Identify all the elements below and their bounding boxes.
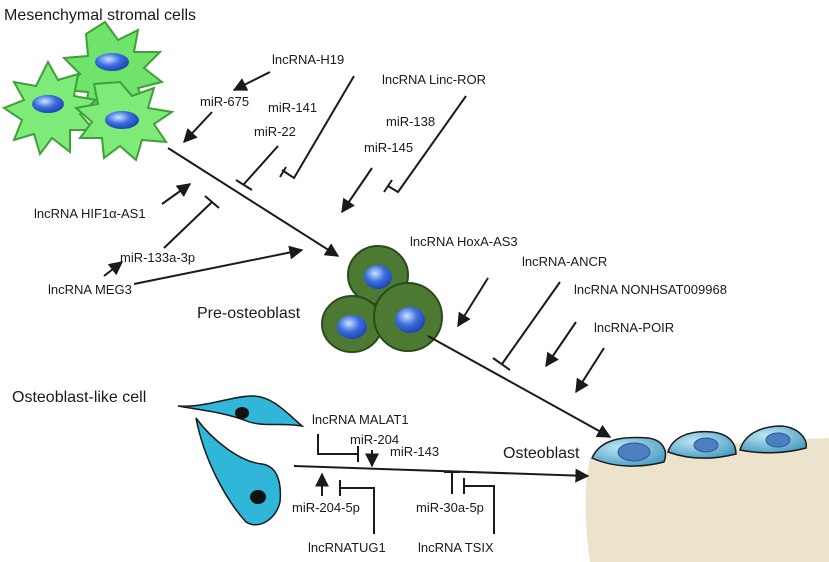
osteoblast-nucleus [765,432,791,448]
pre-osteoblast-to-osteoblast-arrow [427,335,612,438]
tug1-label: lncRNATUG1 [308,540,386,555]
ancr-inhibits-pathway [501,281,561,365]
h19-to-mir675-arrow [232,71,271,91]
msc-to-pre-osteoblast-arrow [167,147,340,257]
hif1a-as1-to-pathway-arrow [161,183,192,205]
msc-label: Mesenchymal stromal cells [4,7,196,24]
mir22-label: miR-22 [254,124,296,139]
meg3-label: lncRNA MEG3 [48,282,132,297]
msc-nucleus [105,111,139,129]
mir675-label: miR-675 [200,94,249,109]
osteoblast-label: Osteoblast [503,445,580,462]
tsix-inhibits-mir30a [464,485,495,534]
mir22-inhibit-bar [235,179,253,191]
ancr-inhibit-bar [492,357,511,371]
poir-label: lncRNA-POIR [594,320,674,335]
hoxa-as3-to-pathway-arrow [457,277,489,328]
osteoblast-like-to-osteoblast-arrow [293,465,590,483]
malat1-inhibits-mir204 [317,434,358,455]
mir133a-inhibit-bar [204,195,220,209]
hoxa-as3-label: lncRNA HoxA-AS3 [410,234,518,249]
poir-to-pathway-arrow [575,347,605,394]
osteoblast-like-nucleus [235,407,249,419]
osteoblast-bone-surface [585,425,829,562]
pre-osteoblast-nucleus [337,315,367,339]
malat1-label: lncRNA MALAT1 [312,412,409,427]
mir141-label: miR-141 [268,100,317,115]
msc-nucleus [95,53,129,71]
osteoblast-nucleus [693,437,719,453]
h19-inhibit-bar [279,166,287,178]
linc-ror-inhibits-mir138 [387,95,467,194]
osteoblast-like-cell [195,417,282,526]
pre-osteoblast-nucleus [364,265,392,289]
msc-nucleus [32,95,64,113]
mir22-inhibits-pathway [243,145,279,185]
osteoblast-like-nucleus [250,490,266,504]
mir133a-inhibits-pathway [163,201,213,249]
mir675-to-pathway-arrow [183,111,213,144]
lncrna-h19-label: lncRNA-H19 [272,52,344,67]
pre-osteoblast-nucleus [395,307,425,333]
mir133a-label: miR-133a-3p [120,250,195,265]
osteoblast-like-label: Osteoblast-like cell [12,389,146,406]
bone-matrix [585,438,829,562]
hif1a-as1-label: lncRNA HIF1α-AS1 [34,206,146,221]
mir204-5p-label: miR-204-5p [292,500,360,515]
nonhsat-to-pathway-arrow [545,321,577,368]
meg3-to-pre-osteoblast-arrow [133,245,304,285]
linc-ror-label: lncRNA Linc-ROR [382,72,486,87]
mir138-label: miR-138 [386,114,435,129]
tug1-inhibits-mir204-5p [340,487,375,534]
h19-inhibits-mir141 [281,75,355,180]
tsix-label: lncRNA TSIX [418,540,494,555]
pre-osteoblast-cells [321,245,443,353]
nonhsat-label: lncRNA NONHSAT009968 [574,282,727,297]
osteoblast-nucleus [617,442,651,462]
mir145-to-pre-osteoblast-arrow [341,167,373,214]
msc-cell-cluster [1,20,175,162]
linc-ror-inhibit-bar [383,179,393,193]
meg3-to-mir133a-arrow [103,261,124,277]
pre-osteoblast-label: Pre-osteoblast [197,305,301,322]
ancr-label: lncRNA-ANCR [522,254,607,269]
osteoblast-like-cells [177,395,305,526]
mir204-label: miR-204 [350,432,399,447]
mir143-label: miR-143 [390,444,439,459]
mir145-label: miR-145 [364,140,413,155]
mir30a-label: miR-30a-5p [416,500,484,515]
